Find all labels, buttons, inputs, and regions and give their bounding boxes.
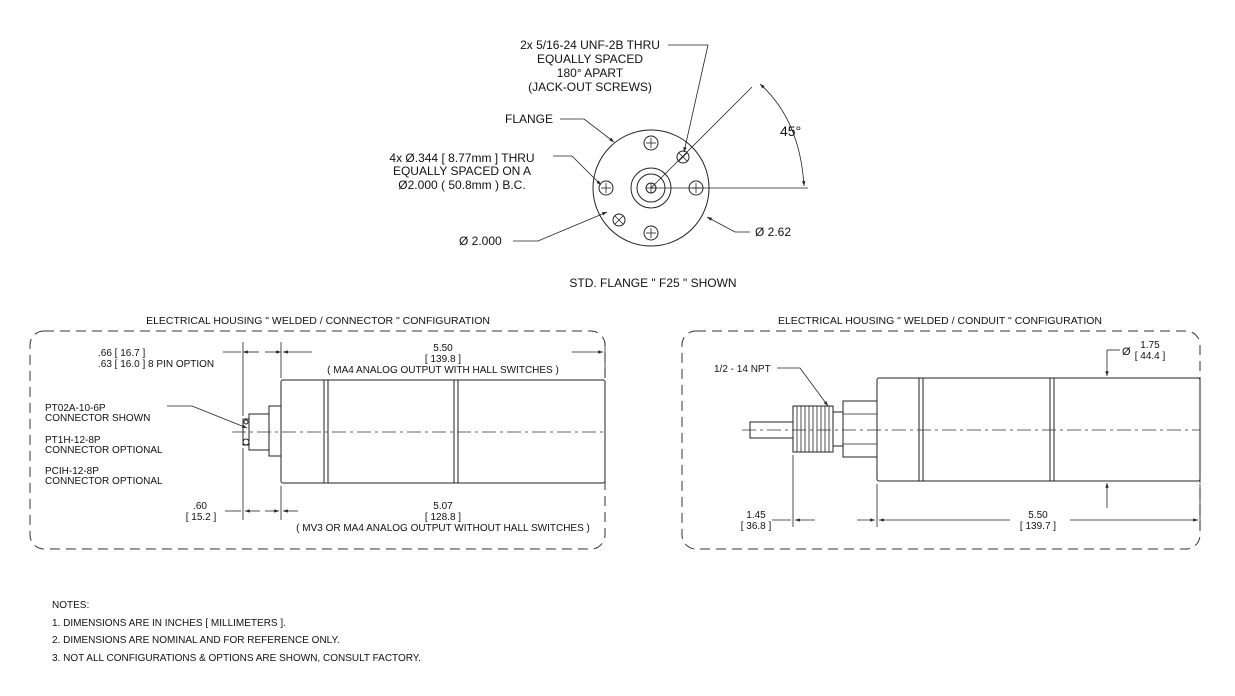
bolt-hole — [643, 225, 659, 241]
view-title: ELECTRICAL HOUSING " WELDED / CONDUIT " … — [778, 315, 1102, 327]
bolt-hole — [643, 135, 659, 151]
note-item: 1. DIMENSIONS ARE IN INCHES [ MILLIMETER… — [52, 617, 286, 629]
note-item: 2. DIMENSIONS ARE NOMINAL AND FOR REFERE… — [52, 635, 340, 646]
thread-callout-line: EQUALLY SPACED — [537, 52, 643, 66]
bolt-hole — [598, 180, 614, 196]
thread-callout-line: 2x 5/16-24 UNF-2B THRU — [520, 38, 660, 52]
dim-text: [ 128.8 ] — [425, 512, 461, 523]
connector-label: PCIH-12-8P — [45, 466, 99, 477]
note-item: 3. NOT ALL CONFIGURATIONS & OPTIONS ARE … — [52, 652, 421, 664]
dim-text: ( MV3 OR MA4 ANALOG OUTPUT WITHOUT HALL … — [296, 523, 590, 534]
hole-callout-line: EQUALLY SPACED ON A — [393, 164, 531, 178]
flange-caption: STD. FLANGE " F25 " SHOWN — [569, 276, 736, 290]
connector-label: PT02A-10-6P — [45, 403, 106, 414]
dim-text: .63 [ 16.0 ] 8 PIN OPTION — [98, 359, 214, 370]
notes-section: NOTES: 1. DIMENSIONS ARE IN INCHES [ MIL… — [52, 597, 421, 667]
dim-text: [ 44.4 ] — [1135, 351, 1166, 362]
dim-text: .60 — [193, 501, 207, 512]
housing-body — [280, 379, 606, 484]
dim-text: 5.50 — [1028, 510, 1048, 521]
hole-callout-line: 4x Ø.344 [ 8.77mm ] THRU — [389, 151, 534, 165]
connector-label: CONNECTOR SHOWN — [45, 413, 150, 424]
dim-text: 5.07 — [433, 501, 453, 512]
housing-body — [876, 377, 1201, 482]
dim-text: [ 15.2 ] — [186, 512, 217, 523]
flange-view: 45° 2x 5/16-24 UNF-2B THRU EQUALLY SPACE… — [389, 38, 808, 290]
flange-outer-diameter: Ø 2.62 — [755, 225, 791, 239]
angle-label: 45° — [780, 123, 801, 139]
dim-text: 1.45 — [746, 510, 766, 521]
thread-callout-line: 180° APART — [557, 66, 624, 80]
dim-text: ( MA4 ANALOG OUTPUT WITH HALL SWITCHES ) — [327, 365, 559, 376]
dim-text: [ 139.7 ] — [1020, 521, 1056, 532]
thread-callout-line: (JACK-OUT SCREWS) — [528, 80, 652, 94]
flange-label: FLANGE — [505, 112, 553, 126]
connector-label: CONNECTOR OPTIONAL — [45, 445, 163, 456]
npt-label: 1/2 - 14 NPT — [714, 364, 771, 375]
dim-text: .66 [ 16.7 ] — [98, 348, 145, 359]
hole-callout-line: Ø2.000 ( 50.8mm ) B.C. — [398, 178, 525, 192]
jack-out-screws — [612, 150, 690, 227]
connector-label: CONNECTOR OPTIONAL — [45, 476, 163, 487]
view-border — [681, 330, 1201, 550]
notes-heading: NOTES: — [52, 600, 90, 611]
conduit-hex-fitting — [842, 400, 878, 458]
jack-screw-hole — [676, 150, 690, 164]
view-title: ELECTRICAL HOUSING " WELDED / CONNECTOR … — [146, 315, 490, 327]
dim-text: 5.50 — [433, 343, 453, 354]
conduit-configuration-view: ELECTRICAL HOUSING " WELDED / CONDUIT " … — [681, 313, 1201, 550]
jack-screw-hole — [612, 213, 626, 227]
dim-text: [ 139.8 ] — [425, 354, 461, 365]
connector-configuration-view: ELECTRICAL HOUSING " WELDED / CONNECTOR … — [29, 313, 606, 550]
connector-flange — [268, 405, 282, 457]
dim-text: 1.75 — [1140, 340, 1160, 351]
bolt-circle-diameter: Ø 2.000 — [459, 234, 502, 248]
dim-text: Ø — [1122, 346, 1131, 358]
dim-text: [ 36.8 ] — [741, 521, 772, 532]
connector-label: PT1H-12-8P — [45, 435, 101, 446]
